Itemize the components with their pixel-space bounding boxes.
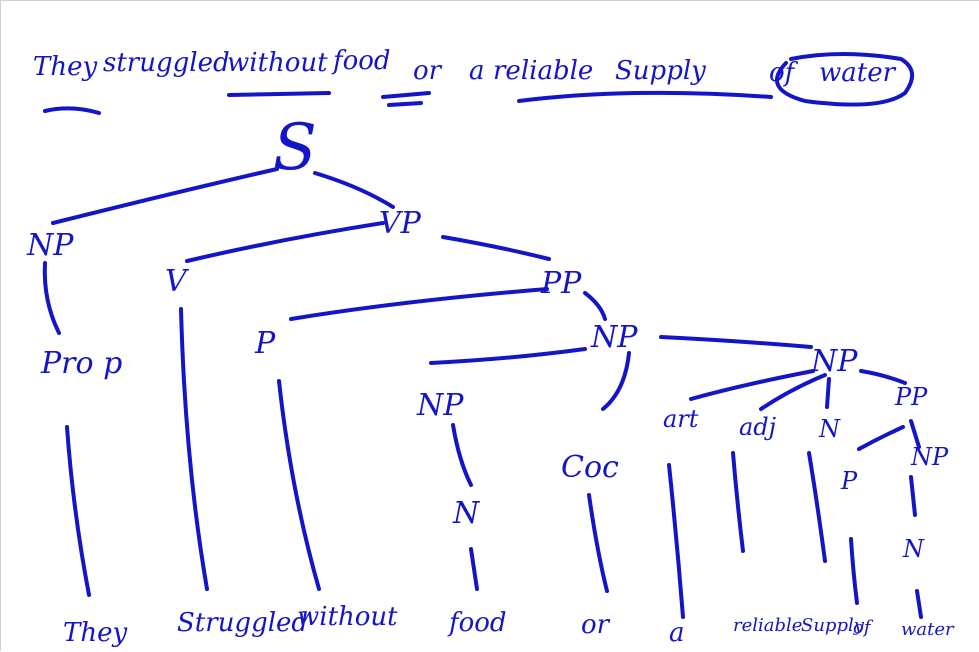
tree-nodes: S NP VP V PP Pro p P NP NP NP Coc art ad… <box>26 111 949 563</box>
sentence-word-food: food <box>331 46 391 76</box>
edge-npsupply-adj <box>759 373 827 411</box>
edge-pp-pof <box>857 425 905 451</box>
edge-vp-v <box>185 221 385 263</box>
sentence-title: They struggled without food or a reliabl… <box>33 46 914 115</box>
edge-npsupply-n <box>825 377 831 409</box>
edge-pp-np <box>583 291 607 321</box>
node-prop: Pro p <box>40 346 122 381</box>
drop-n-food <box>469 547 479 591</box>
underline-without <box>227 91 331 97</box>
drop-npfood-n <box>451 423 473 487</box>
node-n-food: N <box>452 496 481 531</box>
sentence-word-or: or <box>413 56 443 86</box>
drop-p-without <box>277 379 321 591</box>
edge-np-npsupply <box>659 335 813 349</box>
node-np-supply: NP <box>810 344 858 379</box>
drop-v-struggled <box>179 307 209 591</box>
sentence-word-reliable: reliable <box>493 56 593 86</box>
leaf-they: They <box>63 618 127 648</box>
node-np-coord: NP <box>590 320 638 355</box>
node-n-supply: N <box>818 415 841 443</box>
node-pp: PP <box>540 266 582 301</box>
edge-np-coc <box>601 351 631 411</box>
drop-prop-they <box>65 425 91 597</box>
leaf-reliable: reliable <box>733 615 802 636</box>
node-n-water: N <box>902 535 925 563</box>
drop-np-prop <box>42 261 61 335</box>
edge-pp-p <box>289 287 549 321</box>
underline-reliable-supply <box>517 90 773 103</box>
leaf-without: without <box>297 602 398 632</box>
sentence-word-struggled: struggled <box>103 48 230 78</box>
edge-npsupply-pp <box>859 369 907 385</box>
edge-s-vp <box>313 171 395 209</box>
sentence-word-they: They <box>33 52 97 82</box>
leaf-a: a <box>669 618 685 648</box>
sentence-word-a: a <box>469 56 485 86</box>
node-pp-of: PP <box>894 383 928 411</box>
drop-pof-of <box>849 537 859 605</box>
underline-they <box>43 106 101 115</box>
drop-art-a <box>667 463 685 619</box>
underline-food-1 <box>381 91 431 99</box>
leaf-struggled: Struggled <box>177 608 308 638</box>
circle-of-water <box>775 52 914 107</box>
edge-s-np <box>51 167 279 225</box>
drop-n-supply <box>807 451 827 563</box>
sentence-word-water: water <box>819 58 897 88</box>
node-vp: VP <box>379 206 422 241</box>
sentence-word-without: without <box>227 48 328 78</box>
node-s: S <box>273 111 317 185</box>
leaf-of: of <box>853 617 874 638</box>
node-np-subject: NP <box>26 228 74 263</box>
leaf-supply: Supply <box>801 615 865 636</box>
leaf-water: water <box>901 619 955 640</box>
leaf-food: food <box>447 608 507 638</box>
edge-np-npfood <box>429 347 587 365</box>
node-adj: adj <box>739 413 777 441</box>
tree-edges <box>51 167 921 451</box>
leaf-drops <box>42 261 923 619</box>
edge-pp-npwater <box>909 419 921 449</box>
node-v: V <box>165 264 190 299</box>
tree-leaves: They Struggled without food or a reliabl… <box>63 602 955 648</box>
drop-coc-or <box>587 493 609 593</box>
drop-npwater-n <box>909 475 917 517</box>
leaf-or: or <box>581 610 611 640</box>
node-p-of: P <box>840 467 858 495</box>
sentence-word-supply: Supply <box>615 56 706 86</box>
edge-npsupply-art <box>689 369 815 401</box>
drop-adj-reliable <box>731 451 745 553</box>
node-conj: Coc <box>561 450 619 485</box>
node-p: P <box>254 326 276 361</box>
underline-food-2 <box>387 101 423 107</box>
node-np-food: NP <box>416 388 464 423</box>
node-art: art <box>663 405 699 433</box>
node-np-water: NP <box>910 443 949 471</box>
drop-n-water <box>915 589 923 619</box>
edge-vp-pp <box>441 235 551 261</box>
